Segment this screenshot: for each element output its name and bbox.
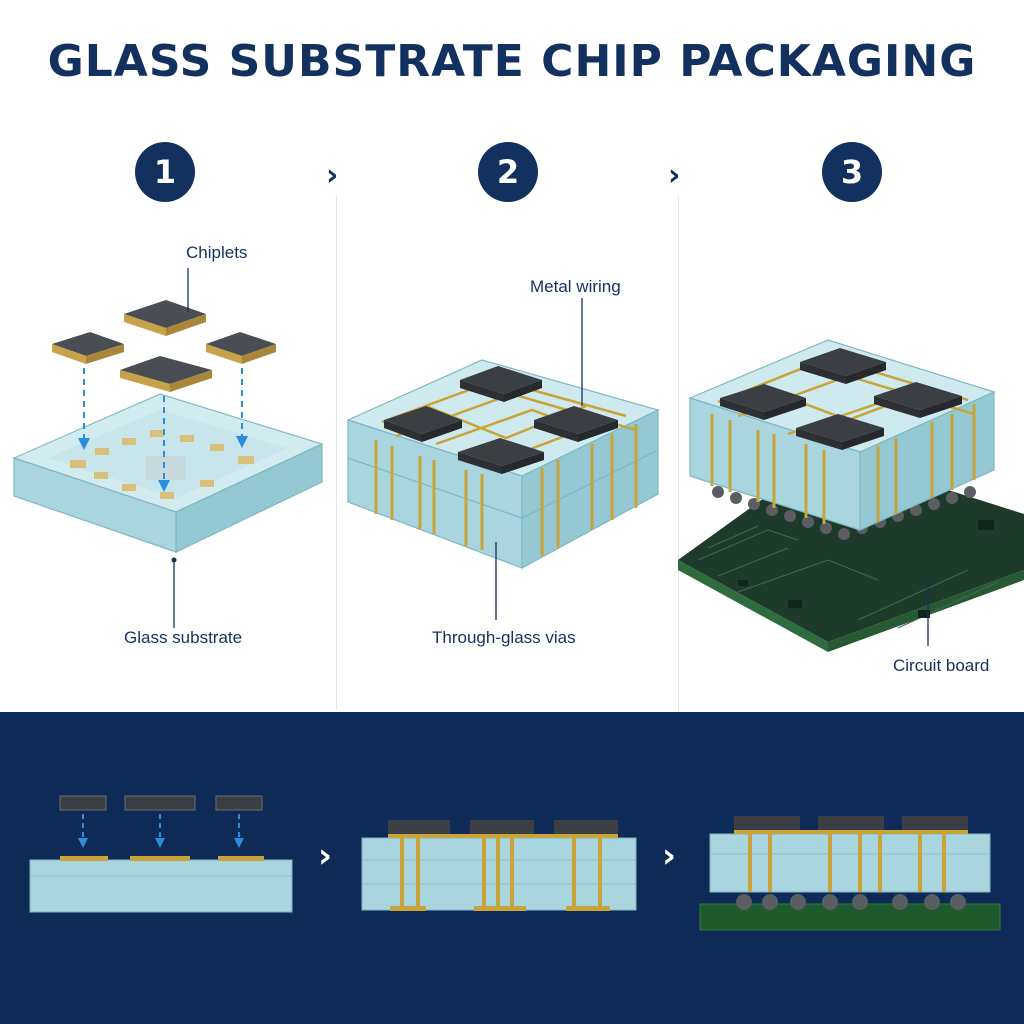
through-glass-vias xyxy=(374,424,638,556)
chiplet xyxy=(800,348,886,384)
cross-section-illustration xyxy=(29,795,1001,931)
label-glass-substrate: Glass substrate xyxy=(124,628,243,647)
chiplet xyxy=(720,384,806,420)
stage-1-illustration xyxy=(12,268,324,628)
label-through-glass-vias: Through-glass vias xyxy=(432,628,576,647)
chevron-right-icon: › xyxy=(326,158,339,193)
cross-section-step-1 xyxy=(29,795,293,913)
label-chiplets: Chiplets xyxy=(186,243,248,262)
step-divider xyxy=(336,195,337,710)
chiplet xyxy=(120,356,212,392)
label-metal-wiring: Metal wiring xyxy=(530,277,621,296)
leader-dot xyxy=(171,557,177,563)
chevron-right-icon: › xyxy=(318,836,333,876)
stage-3-illustration xyxy=(678,339,1024,652)
chiplet xyxy=(874,382,962,418)
chiplet xyxy=(52,332,124,364)
chiplet xyxy=(796,414,884,450)
chiplet xyxy=(384,406,462,442)
cross-section-step-2 xyxy=(361,820,637,911)
step-divider xyxy=(678,195,679,710)
cross-section-step-3 xyxy=(699,816,1001,931)
step-2-badge: 2 xyxy=(478,142,538,202)
step-1-badge: 1 xyxy=(135,142,195,202)
chiplet xyxy=(206,332,276,364)
chevron-right-icon: › xyxy=(662,836,677,876)
chevron-right-icon: › xyxy=(668,158,681,193)
chiplet xyxy=(534,406,618,442)
chiplet xyxy=(124,300,206,336)
chiplet xyxy=(458,438,544,474)
chiplet xyxy=(460,366,542,402)
bond-pad-field xyxy=(70,430,254,499)
glass-substrate-slab xyxy=(12,393,324,553)
through-glass-vias xyxy=(710,404,976,524)
step-3-badge: 3 xyxy=(822,142,882,202)
page-title: GLASS SUBSTRATE CHIP PACKAGING xyxy=(47,36,977,87)
label-circuit-board: Circuit board xyxy=(893,656,990,675)
placement-arrow xyxy=(78,368,248,492)
stage-2-illustration xyxy=(346,298,660,620)
